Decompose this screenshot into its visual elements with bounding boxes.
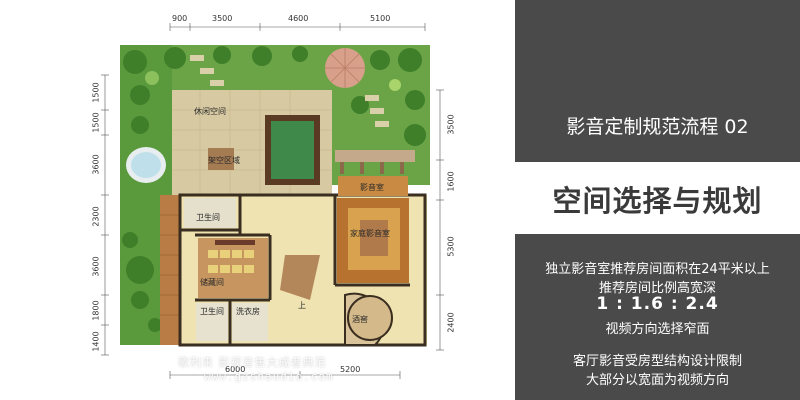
- desc-line-3: 视频方向选择窄面: [605, 322, 710, 337]
- room-label-wc2: 卫生间: [200, 307, 224, 316]
- ratio-text: 1 : 1.6 : 2.4: [596, 294, 719, 314]
- desc-line-5: 大部分以宽面为视频方向: [585, 373, 729, 388]
- desc-line-2: 推荐房间比例高宽深: [598, 281, 716, 296]
- staircase: [280, 255, 320, 300]
- dim-bottom-1: 6000: [225, 365, 246, 374]
- wc1-floor: [184, 198, 236, 228]
- dim-right-4: 2400: [446, 312, 456, 333]
- watermark-text: 歌利来 影视音售大成者典范: [178, 356, 327, 369]
- info-panel: 影音定制规范流程 02 空间选择与规划 独立影音室推荐房间面积在24平米以上 推…: [515, 0, 800, 400]
- dim-left-3: 3600: [91, 154, 101, 175]
- section-subtitle: 影音定制规范流程 02: [566, 116, 749, 138]
- room-label-bedroom: 家庭影音室: [350, 229, 390, 238]
- dim-right-3: 5300: [446, 236, 456, 257]
- dim-right-1: 3500: [446, 114, 456, 135]
- dim-left-4: 2300: [91, 206, 101, 227]
- watermark-url: www.gzshaudio.com: [204, 370, 334, 383]
- dim-left-7: 1400: [91, 331, 101, 352]
- dim-right-2: 1600: [446, 171, 456, 192]
- entrance-room: [338, 176, 408, 196]
- dim-top-1: 900: [172, 14, 188, 23]
- dining-table: [208, 148, 234, 170]
- dim-left-1: 1500: [91, 82, 101, 103]
- wc2-floor: [196, 303, 228, 341]
- shrubs: [122, 46, 426, 332]
- dim-top-2: 3500: [212, 14, 233, 23]
- pergola: [335, 150, 415, 162]
- room-label-av-room: 影音室: [360, 183, 384, 192]
- stepping-stones: [190, 55, 389, 127]
- room-label-wine: 酒窖: [352, 315, 368, 324]
- dim-top-4: 5100: [370, 14, 391, 23]
- title-box: [515, 162, 800, 234]
- room-label-laundry: 洗衣房: [236, 307, 260, 316]
- walls: [178, 193, 427, 347]
- dim-left-2: 1500: [91, 112, 101, 133]
- floor-plan: 900 3500 4600 5100 1500 1500 3600 2300 3…: [91, 14, 456, 383]
- section-title: 空间选择与规划: [552, 184, 763, 218]
- wood-deck: [160, 195, 180, 345]
- av-seats: [208, 250, 254, 273]
- desc-line-4: 客厅影音受房型结构设计限制: [572, 354, 742, 369]
- room-label-leisure: 休闲空间: [194, 107, 226, 116]
- desc-line-1: 独立影音室推荐房间面积在24平米以上: [545, 262, 770, 277]
- room-label-storage: 储藏间: [200, 278, 224, 287]
- av-screen: [215, 240, 255, 245]
- dim-top-3: 4600: [288, 14, 309, 23]
- dim-left-6: 1800: [91, 300, 101, 321]
- floor-plan-drawing: [101, 23, 444, 379]
- room-label-overhead: 架空区域: [208, 156, 240, 165]
- dim-bottom-2: 5200: [340, 365, 361, 374]
- room-label-up: 上: [298, 301, 306, 310]
- room-label-wc1: 卫生间: [196, 213, 220, 222]
- dim-left-5: 3600: [91, 256, 101, 277]
- laundry-floor: [232, 303, 268, 341]
